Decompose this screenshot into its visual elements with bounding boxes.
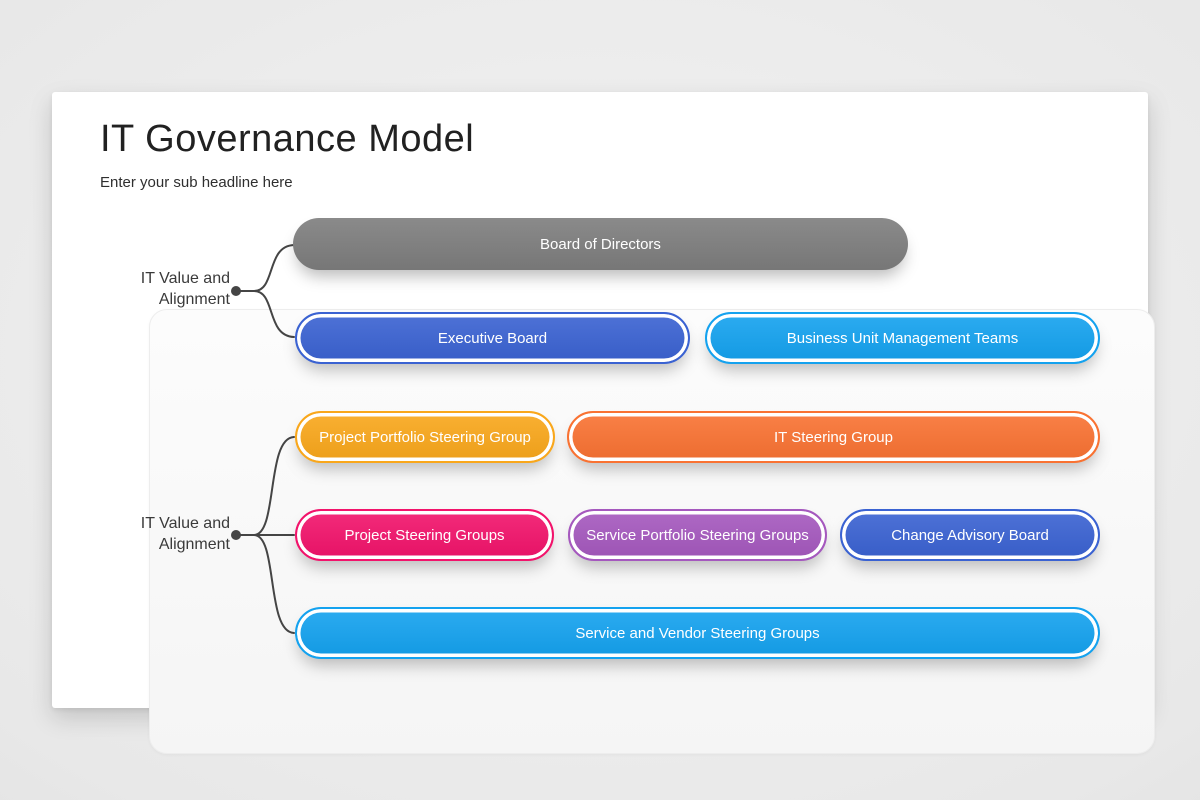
group-label-value-alignment-1: IT Value and Alignment (60, 268, 230, 310)
node-project-steering-groups[interactable]: Project Steering Groups (295, 509, 554, 561)
group-label-line: IT Value and (140, 270, 230, 287)
node-service-and-vendor-steering-groups[interactable]: Service and Vendor Steering Groups (295, 607, 1100, 659)
node-board-of-directors[interactable]: Board of Directors (293, 218, 908, 270)
page-title: IT Governance Model (100, 118, 475, 160)
group-label-line: IT Value and (140, 515, 230, 532)
page-subtitle: Enter your sub headline here (100, 174, 293, 191)
node-business-unit-management-teams[interactable]: Business Unit Management Teams (705, 312, 1100, 364)
group-label-line: Alignment (158, 536, 230, 553)
node-it-steering-group[interactable]: IT Steering Group (567, 411, 1100, 463)
node-change-advisory-board[interactable]: Change Advisory Board (840, 509, 1100, 561)
group-label-value-alignment-2: IT Value and Alignment (60, 513, 230, 555)
group-label-line: Alignment (158, 291, 230, 308)
node-service-portfolio-steering-groups[interactable]: Service Portfolio Steering Groups (568, 509, 827, 561)
node-executive-board[interactable]: Executive Board (295, 312, 690, 364)
node-project-portfolio-steering-group[interactable]: Project Portfolio Steering Group (295, 411, 555, 463)
